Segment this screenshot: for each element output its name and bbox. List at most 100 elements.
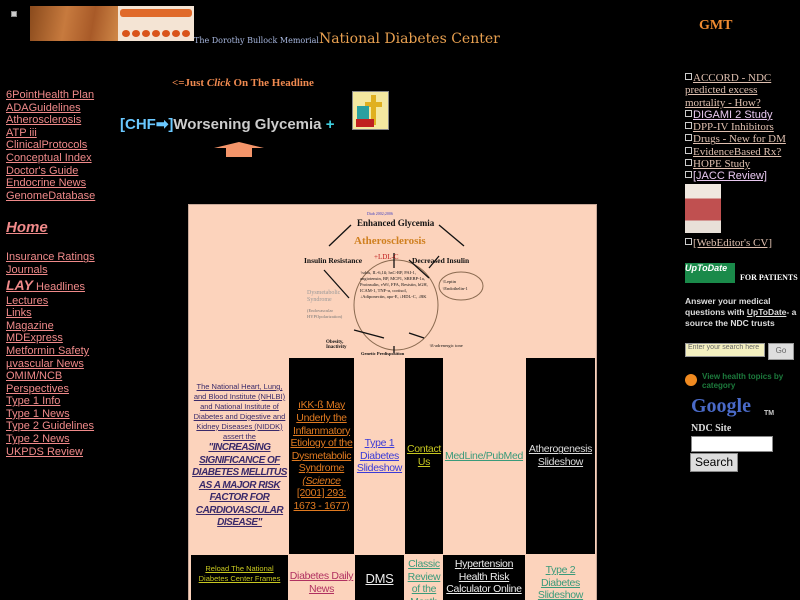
diagram-leptin: ↑Leptin ↑Endothelin-1 (442, 279, 468, 291)
jacc-review-link[interactable]: [JACC Review] (693, 170, 767, 183)
right-item: [JACC Review] (685, 170, 800, 182)
headlines-label: Headlines (32, 280, 85, 293)
nav-insurance-ratings[interactable]: Insurance Ratings (6, 251, 95, 264)
chf-label[interactable]: [CHF (120, 116, 156, 133)
bullet-icon (11, 11, 17, 17)
answer-prefix: Answer your medical questions with (685, 296, 771, 317)
diagram-cite: Diab 2002;2006 (367, 211, 393, 216)
nav-links[interactable]: Links (6, 307, 32, 320)
nav-metformin-safety[interactable]: Metformin Safety (6, 344, 90, 357)
dysmetabolic-syndrome-diagram[interactable]: Diab 2002;2006 Enhanced Glycemia Atheros… (289, 208, 499, 358)
nav-journals[interactable]: Journals (6, 263, 48, 276)
diagram-center: Atherosclerosis (354, 235, 426, 247)
trademark-label: TM (764, 410, 775, 417)
click-note: <=Just Click On The Headline (172, 77, 314, 89)
for-patients-label: FOR PATIENTS (740, 273, 798, 282)
nav-mdexpress[interactable]: MDExpress (6, 332, 63, 345)
nav-type2-guidelines[interactable]: Type 2 Guidelines (6, 420, 95, 433)
nav-clinical-protocols[interactable]: ClinicalProtocols (6, 139, 88, 152)
click-note-suffix: On The Headline (230, 77, 314, 89)
nav-atherosclerosis[interactable]: Atherosclerosis (6, 114, 82, 127)
nhlbi-quote-link[interactable]: "INCREASING SIGNIFICANCE OF DIABETES MEL… (192, 441, 287, 529)
nav-conceptual-index[interactable]: Conceptual Index (6, 151, 92, 164)
nav-atp-iii[interactable]: ATP iii (6, 126, 37, 139)
drugs-link[interactable]: Drugs - New for DM (693, 133, 786, 146)
webeditor-cv-link[interactable]: [WebEditor's CV] (693, 236, 772, 249)
diagram-genetic: Genetic Predisposition (361, 351, 405, 356)
nhlbi-assert: assert the (223, 431, 256, 441)
preacher-cross-clipart[interactable] (352, 91, 389, 130)
type1-cell: Type 1 Diabetes Slideshow (355, 358, 404, 554)
nav-6pointhealth-plan[interactable]: 6PointHealth Plan (6, 89, 95, 101)
accord-link[interactable]: ACCORD - NDC predicted excess mortality … (685, 72, 772, 109)
daily-cell: Diabetes Daily News (289, 555, 354, 600)
click-note-prefix: <=Just (172, 77, 207, 89)
nav-magazine[interactable]: Magazine (6, 319, 54, 332)
hope-study-link[interactable]: HOPE Study (693, 158, 751, 171)
nav-genome-database[interactable]: GenomeDatabase (6, 189, 96, 202)
nav-type1-info[interactable]: Type 1 Info (6, 395, 61, 408)
nav-endocrine-news[interactable]: Endocrine News (6, 177, 87, 190)
nav-home[interactable]: Home (6, 219, 48, 237)
nav-microvascular-news[interactable]: µvascular News (6, 357, 84, 370)
nav-lectures[interactable]: Lectures (6, 294, 49, 307)
diagram-top: Enhanced Glycemia (357, 218, 435, 228)
search-button[interactable]: Search (690, 453, 738, 472)
dms-link[interactable]: DMS (365, 571, 394, 586)
jacc-journal-cover[interactable] (685, 183, 721, 233)
diagram-obesity: Obesity, Inactivity (326, 340, 347, 350)
ikk-cite-em[interactable]: (Science (302, 474, 341, 487)
nav-type1-news[interactable]: Type 1 News (6, 407, 70, 420)
type2-slideshow-link[interactable]: Type 2 Diabetes Slideshow (537, 564, 584, 600)
right-item: HOPE Study (685, 158, 800, 170)
contact-us-link[interactable]: Contact Us (406, 443, 442, 468)
arrow-right-icon: ➡ (155, 116, 169, 133)
headline-link[interactable]: [CHF➡]Worsening Glycemia + (120, 115, 334, 133)
medline-link[interactable]: MedLine/PubMed (444, 449, 524, 462)
ikk-cite[interactable]: [2001] 293: 1673 - 1677) (293, 487, 350, 513)
diagram-beta: ↑ß-adrenergic tone (429, 343, 463, 348)
diagram-arrows (323, 224, 484, 353)
diagram-ldl: +LDL-C (374, 253, 399, 261)
nhlbi-link[interactable]: The National Heart, Lung, and Blood Inst… (193, 381, 286, 431)
uptodate-blurb: Answer your medical questions with UpToD… (685, 296, 800, 329)
site-logo-banner[interactable] (30, 6, 194, 41)
right-item: DPP-IV Inhibitors (685, 121, 800, 133)
reload-link[interactable]: Reload The National Diabetes Center Fram… (198, 564, 281, 583)
square-bullet-icon (685, 146, 692, 154)
right-item: [WebEditor's CV] (685, 237, 800, 249)
atherogenesis-link[interactable]: Atherogenesis Slideshow (528, 443, 593, 468)
type1-slideshow-link[interactable]: Type 1 Diabetes Slideshow (356, 437, 403, 475)
ikk-link[interactable]: ıKK-ß May Underly the Inflammatory Etiol… (290, 399, 353, 475)
health-topics-link[interactable]: View health topics by category (702, 372, 784, 390)
nav-doctors-guide[interactable]: Doctor's Guide (6, 164, 79, 177)
right-item: ACCORD - NDC predicted excess mortality … (685, 72, 800, 109)
go-button[interactable]: Go (768, 343, 794, 360)
evidence-rx-link[interactable]: EvidenceBased Rx? (693, 145, 782, 158)
right-item: EvidenceBased Rx? (685, 146, 800, 158)
square-bullet-icon (685, 73, 692, 80)
hypertension-link[interactable]: Hypertension Health Risk Calculator Onli… (446, 558, 522, 596)
headline-text[interactable]: Worsening Glycemia (173, 116, 322, 133)
main-table: Diab 2002;2006 Enhanced Glycemia Atheros… (188, 204, 597, 600)
nav-omim-ncb[interactable]: OMIM/NCB (6, 370, 63, 383)
diagram-left: Insulin Resistance (304, 256, 363, 265)
classic-review-link[interactable]: Classic Review of the Month (407, 558, 441, 600)
nav-lay-headlines[interactable]: LAY Headlines (6, 277, 95, 295)
nav-type2-news[interactable]: Type 2 News (6, 433, 70, 446)
uptodate-search-input[interactable]: Enter your search here (685, 343, 765, 357)
right-column: ACCORD - NDC predicted excess mortality … (685, 72, 800, 249)
uptodate-link[interactable]: UpToDate (746, 307, 787, 317)
uptodate-logo[interactable]: UpToDate (685, 263, 735, 283)
nav-perspectives[interactable]: Perspectives (6, 382, 69, 395)
dpp-iv-link[interactable]: DPP-IV Inhibitors (693, 121, 774, 134)
site-search-input[interactable] (691, 436, 773, 452)
nav-ukpds-review[interactable]: UKPDS Review (6, 445, 84, 458)
daily-news-link[interactable]: Diabetes Daily News (289, 570, 354, 595)
reload-cell: Reload The National Diabetes Center Fram… (191, 555, 288, 600)
diagram-circle-text: ↑sdds, IL-6,1ß; hsC-RP, PAI-1, angiotens… (360, 270, 428, 299)
square-bullet-icon (685, 171, 692, 179)
nav-ada-guidelines[interactable]: ADAGuidelines (6, 101, 81, 114)
digami-link[interactable]: DIGAMI 2 Study (693, 108, 773, 121)
ndc-site-label: NDC Site (691, 423, 732, 434)
